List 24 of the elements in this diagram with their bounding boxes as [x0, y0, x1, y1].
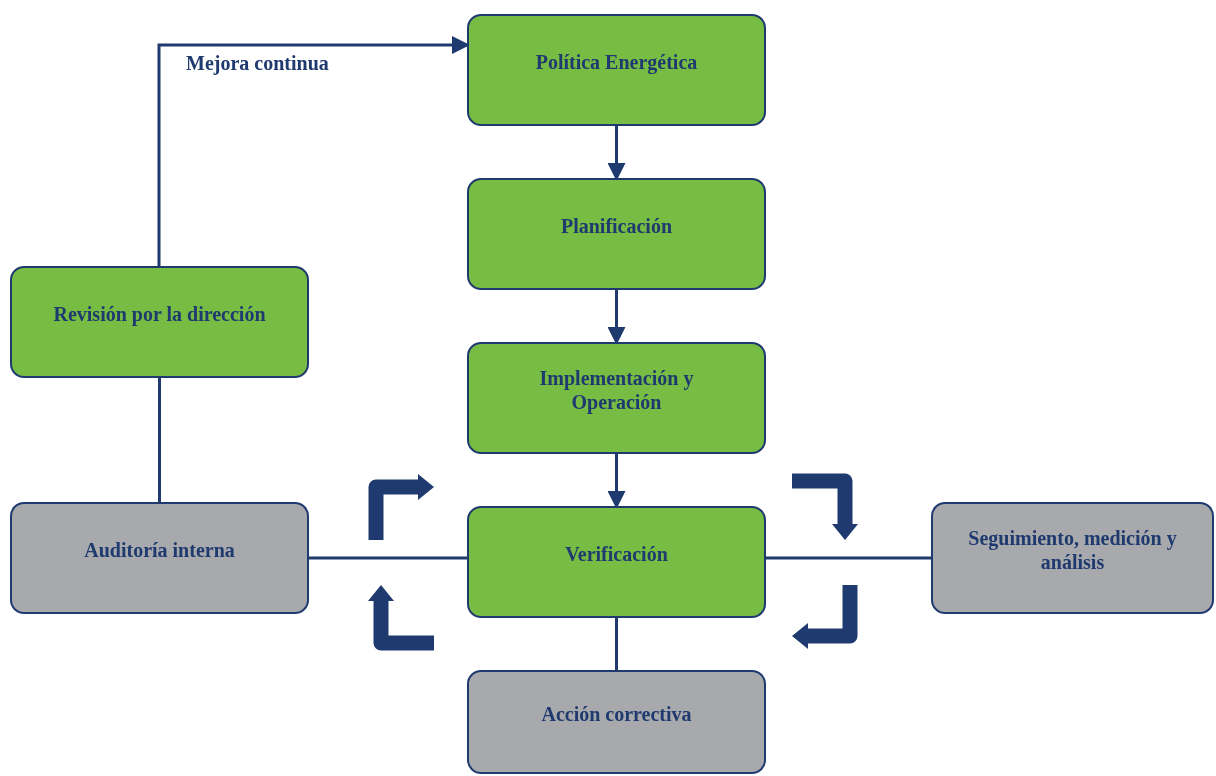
process-box — [467, 178, 766, 290]
box-label: Acción correctiva — [541, 702, 692, 726]
arrow — [607, 290, 626, 345]
connector-line — [615, 618, 618, 670]
box-label: Revisión por la dirección — [53, 302, 266, 326]
process-box — [467, 670, 766, 774]
box-label: Política Energética — [535, 50, 698, 74]
process-box — [10, 502, 309, 614]
edge-label: Mejora continua — [186, 52, 329, 75]
connector-line — [309, 556, 467, 560]
process-box — [467, 14, 766, 126]
box-label: Verificación — [565, 542, 668, 566]
process-box — [467, 506, 766, 618]
process-box — [10, 266, 309, 378]
arrow — [607, 454, 626, 509]
box-label: Implementación y Operación — [538, 366, 695, 414]
connector-line — [158, 378, 161, 502]
box-label: Planificación — [560, 214, 673, 238]
process-box — [467, 342, 766, 454]
box-label: Auditoría interna — [84, 538, 235, 562]
process-box — [931, 502, 1214, 614]
arrow — [607, 126, 626, 181]
box-label: Seguimiento, medición y análisis — [967, 526, 1178, 574]
connector-line — [766, 556, 931, 560]
